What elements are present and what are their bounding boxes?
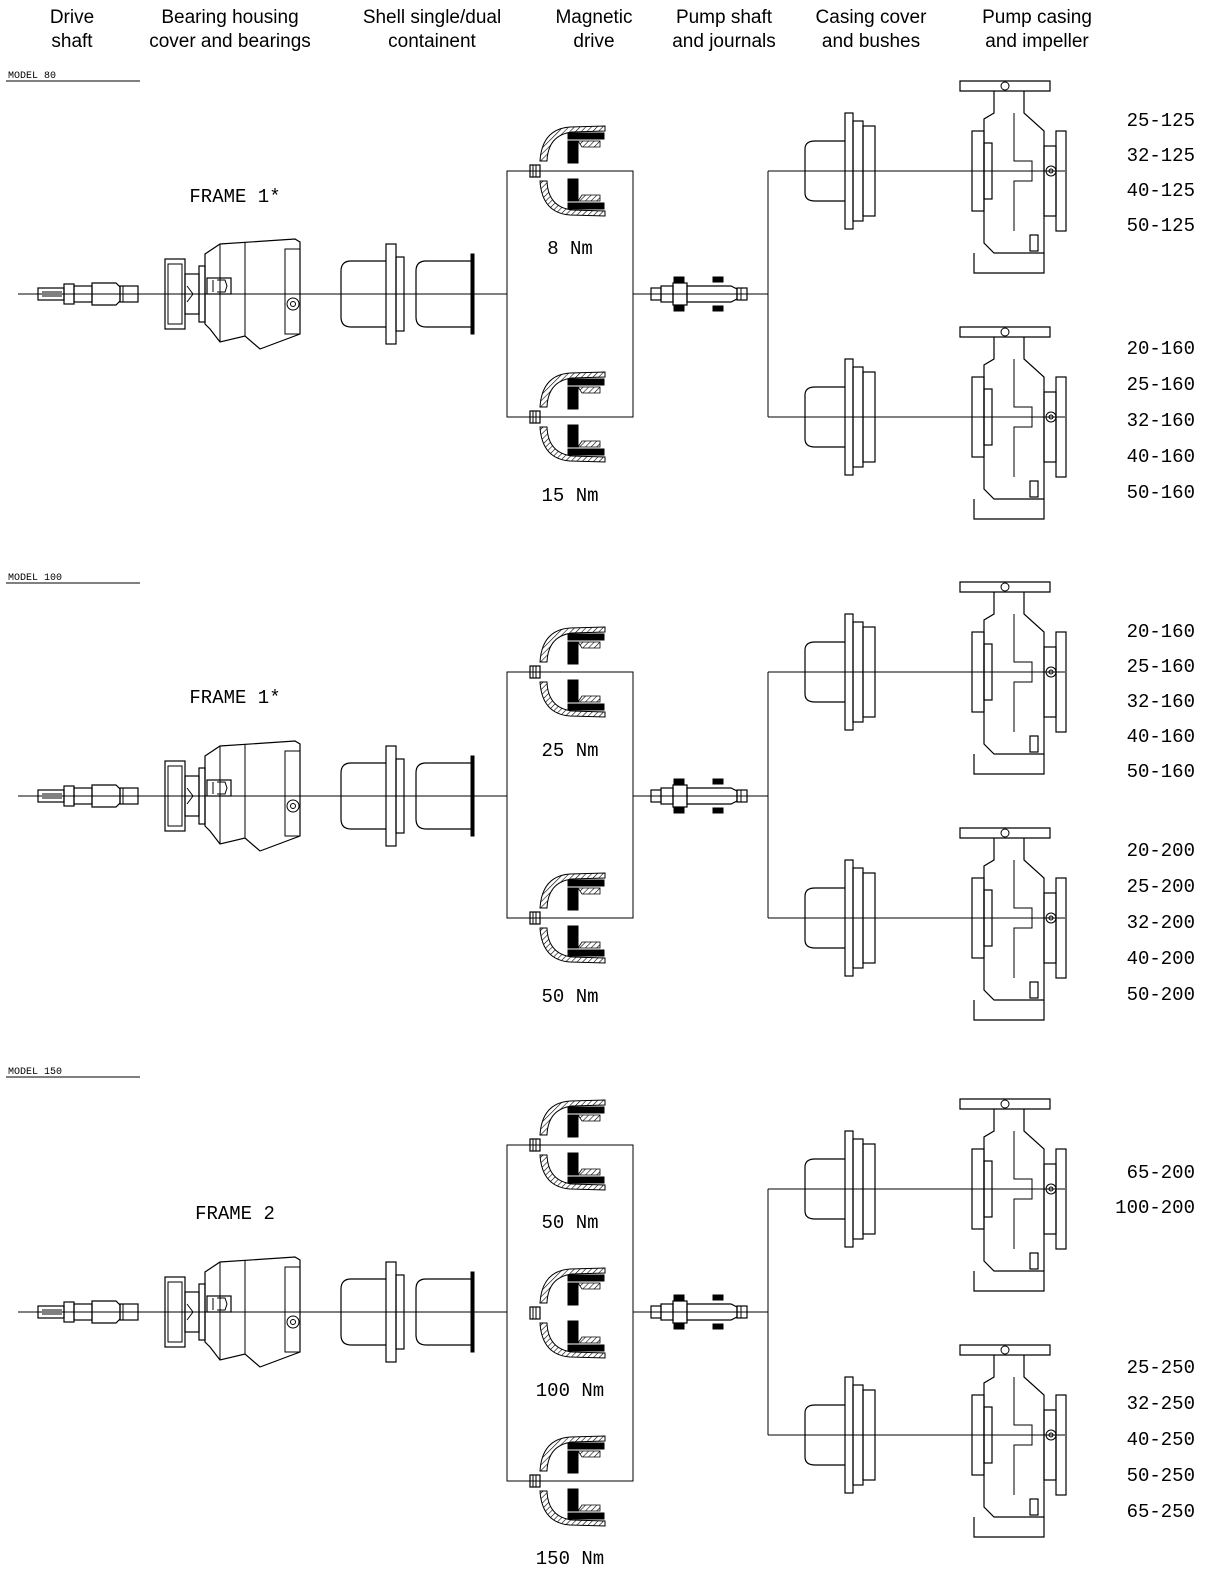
pump-size-label: 50-200 (1127, 984, 1195, 1006)
column-header-line2: drive (573, 31, 614, 52)
model-groups: MODEL 80 FRAME 1* 8 Nm 15 Nm 25-125 32-125 40-… (6, 71, 1195, 1570)
pump-size-label: 32-160 (1127, 691, 1195, 713)
pump-size-label: 20-160 (1127, 338, 1195, 360)
frame-label: FRAME 1* (189, 687, 280, 709)
pump-size-label: 40-250 (1127, 1429, 1195, 1451)
pump-size-label: 50-125 (1127, 215, 1195, 237)
column-header-line1: Casing cover (816, 7, 928, 28)
magnetic-drive-drawing (530, 1268, 605, 1358)
pump-size-label: 25-250 (1127, 1357, 1195, 1379)
column-header-line2: containent (388, 31, 476, 52)
column-header-line2: and impeller (985, 31, 1089, 52)
column-header-line2: shaft (51, 31, 93, 52)
pump-size-label: 25-200 (1127, 876, 1195, 898)
frame-label: FRAME 1* (189, 186, 280, 208)
pump-size-label: 25-125 (1127, 110, 1195, 132)
column-header-line1: Pump shaft (676, 7, 773, 28)
pump-casing-drawing (960, 1345, 1066, 1537)
pump-size-label: 32-250 (1127, 1393, 1195, 1415)
torque-label: 25 Nm (541, 740, 598, 762)
column-header-line1: Bearing housing (161, 7, 298, 28)
pump-casing-drawing (960, 1099, 1066, 1291)
column-header-line2: and bushes (822, 31, 920, 52)
pump-size-label: 40-125 (1127, 180, 1195, 202)
column-header-line1: Magnetic (555, 7, 632, 28)
drive-shaft-drawing (18, 283, 138, 305)
pump-size-label: 32-200 (1127, 912, 1195, 934)
torque-label: 50 Nm (541, 1212, 598, 1234)
column-header-line1: Drive (50, 7, 94, 28)
column-header-line1: Pump casing (982, 7, 1092, 28)
model-group: MODEL 80 FRAME 1* 8 Nm 15 Nm 25-125 32-125 40-… (6, 71, 1195, 519)
pump-size-label: 32-125 (1127, 145, 1195, 167)
drive-shaft-drawing (18, 785, 138, 807)
torque-label: 100 Nm (536, 1380, 604, 1402)
magnetic-drive-bracket (507, 1145, 633, 1481)
pump-size-label: 32-160 (1127, 410, 1195, 432)
drive-shaft-drawing (18, 1301, 138, 1323)
pump-size-label: 50-160 (1127, 761, 1195, 783)
pump-casing-drawing (960, 327, 1066, 519)
pump-casing-drawing (960, 582, 1066, 774)
model-label: MODEL 80 (8, 71, 56, 82)
frame-label: FRAME 2 (195, 1203, 275, 1225)
pump-size-label: 25-160 (1127, 656, 1195, 678)
pump-size-label: 50-160 (1127, 482, 1195, 504)
pump-size-label: 25-160 (1127, 374, 1195, 396)
pump-size-label: 50-250 (1127, 1465, 1195, 1487)
column-header-line2: and journals (672, 31, 776, 52)
pump-casing-drawing (960, 828, 1066, 1020)
pump-size-label: 40-160 (1127, 446, 1195, 468)
pump-size-label: 100-200 (1115, 1197, 1195, 1219)
pump-size-label: 65-250 (1127, 1501, 1195, 1523)
pump-size-label: 20-160 (1127, 621, 1195, 643)
column-headers: Drive shaft Bearing housing cover and beari… (50, 7, 1092, 52)
torque-label: 8 Nm (547, 238, 593, 260)
pump-size-label: 40-200 (1127, 948, 1195, 970)
pump-size-label: 65-200 (1127, 1162, 1195, 1184)
pump-size-label: 40-160 (1127, 726, 1195, 748)
model-label: MODEL 150 (8, 1067, 62, 1078)
torque-label: 50 Nm (541, 986, 598, 1008)
torque-label: 150 Nm (536, 1548, 604, 1570)
pump-size-label: 20-200 (1127, 840, 1195, 862)
torque-label: 15 Nm (541, 485, 598, 507)
column-header-line1: Shell single/dual (363, 7, 501, 28)
pump-casing-drawing (960, 81, 1066, 273)
model-label: MODEL 100 (8, 573, 62, 584)
column-header-line2: cover and bearings (149, 31, 311, 52)
